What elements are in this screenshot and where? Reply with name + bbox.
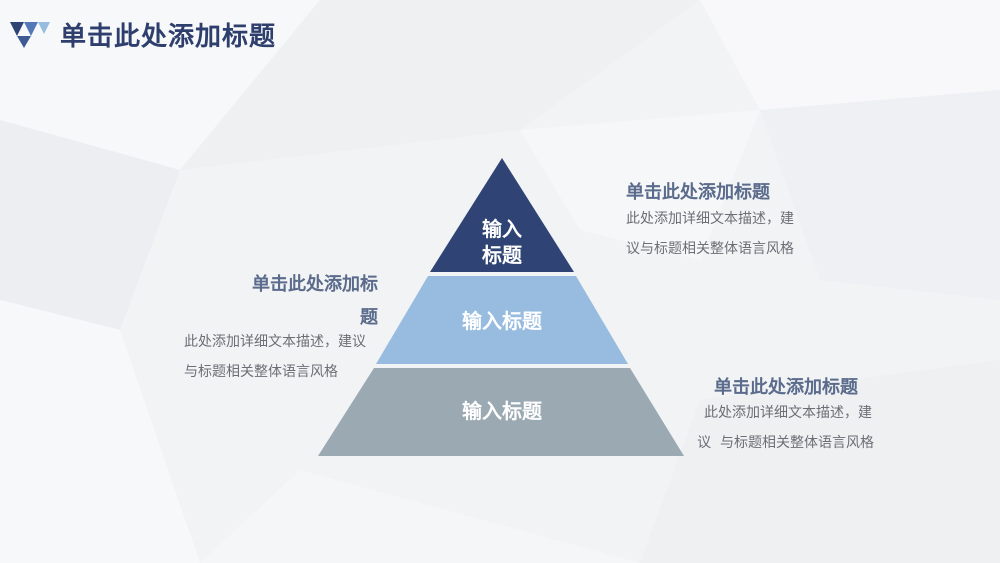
bottom-right-block-desc[interactable]: 此处添加详细文本描述，建 议 与标题相关整体语言风格	[697, 398, 874, 458]
top-right-desc-line1: 此处添加详细文本描述，建	[626, 211, 794, 227]
tier-bottom-label[interactable]: 输入标题	[462, 399, 542, 423]
left-desc-line2: 与标题相关整体语言风格	[184, 364, 338, 380]
left-block-desc[interactable]: 此处添加详细文本描述，建议 与标题相关整体语言风格	[184, 327, 366, 387]
top-right-block-desc[interactable]: 此处添加详细文本描述，建 议与标题相关整体语言风格	[626, 204, 794, 264]
left-block-title-line1: 单击此处添加标	[252, 274, 378, 295]
top-right-desc-line2: 议与标题相关整体语言风格	[626, 241, 794, 257]
bottom-right-desc-line1: 此处添加详细文本描述，建	[704, 405, 872, 421]
pyramid-tier-bottom[interactable]	[318, 368, 684, 456]
slide-header: 单击此处添加标题	[10, 14, 276, 54]
tier-top-label-line2: 标题	[482, 243, 522, 267]
triangle-logo-icon	[10, 22, 50, 48]
bottom-right-desc-line2: 议 与标题相关整体语言风格	[697, 435, 874, 451]
top-right-block-title[interactable]: 单击此处添加标题	[626, 182, 770, 203]
left-block-title[interactable]: 单击此处添加标 题	[252, 268, 378, 334]
left-block-title-line2: 题	[360, 307, 378, 328]
bottom-right-block-title[interactable]: 单击此处添加标题	[714, 377, 858, 398]
pyramid-tier-top[interactable]	[430, 158, 574, 272]
tier-top-label[interactable]: 输入 标题	[452, 216, 552, 268]
slide-title[interactable]: 单击此处添加标题	[60, 21, 277, 52]
pyramid-tier-middle[interactable]	[376, 276, 628, 364]
left-desc-line1: 此处添加详细文本描述，建议	[184, 334, 366, 350]
tier-middle-label[interactable]: 输入标题	[462, 309, 542, 333]
tier-top-label-line1: 输入	[482, 217, 522, 241]
